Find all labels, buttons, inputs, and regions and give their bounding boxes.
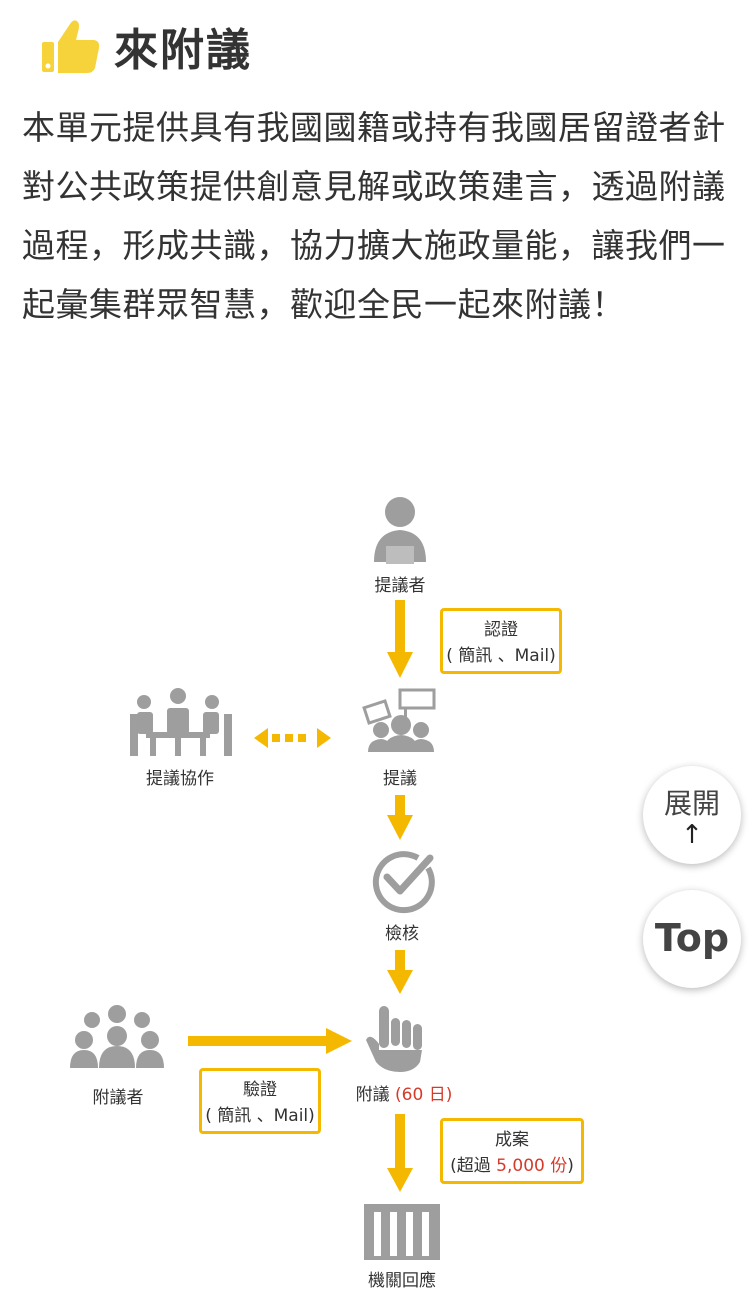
thumbs-up-icon [42, 20, 100, 73]
building-icon [364, 1204, 440, 1260]
arrow-up-icon: ↑ [681, 820, 703, 850]
verify-box-sub: ( 簡訊 、Mail) [205, 1106, 315, 1126]
verify-box-title: 驗證 [243, 1080, 277, 1100]
expand-button[interactable]: 展開 ↑ [643, 766, 741, 864]
section-header: 來附議 [40, 14, 252, 78]
verify-box: 驗證 ( 簡訊 、Mail) [199, 1068, 321, 1134]
intro-text: 本單元提供具有我國國籍或持有我國居留證者針對公共政策提供創意見解或政策建言，透過… [22, 108, 726, 324]
auth-box: 認證 ( 簡訊 、Mail) [440, 608, 562, 674]
proposer-label: 提議者 [374, 576, 426, 596]
back-to-top-button[interactable]: Top [643, 890, 741, 988]
arrow-down-2 [387, 795, 413, 840]
auth-box-title: 認證 [484, 620, 518, 640]
success-box: 成案 (超過 5,000 份) [440, 1118, 584, 1184]
seconder-label: 附議者 [92, 1088, 144, 1108]
page-title: 來附議 [114, 25, 252, 76]
arrow-down-3 [387, 950, 413, 994]
seconders-icon [70, 1005, 164, 1068]
collab-arrow [254, 728, 331, 748]
collab-label: 提議協作 [146, 769, 214, 789]
review-label: 檢核 [385, 924, 419, 944]
agency-label: 機關回應 [368, 1271, 436, 1291]
auth-box-sub: ( 簡訊 、Mail) [446, 646, 556, 666]
hand-click-icon [366, 1006, 422, 1072]
expand-label: 展開 [663, 787, 720, 820]
proposer-icon [374, 497, 426, 564]
arrow-down-4 [387, 1114, 413, 1192]
success-box-sub: (超過 5,000 份) [450, 1156, 574, 1176]
second-days: (60 日) [395, 1085, 453, 1105]
proposal-label: 提議 [383, 769, 417, 789]
arrow-right [188, 1028, 352, 1054]
check-icon [372, 851, 435, 914]
proposal-icon [362, 688, 436, 752]
success-threshold: 5,000 份 [496, 1156, 568, 1176]
top-label: Top [654, 916, 730, 960]
success-box-title: 成案 [495, 1130, 529, 1150]
second-label: 附議 (60 日) [356, 1080, 453, 1105]
arrow-down-1 [387, 600, 413, 678]
collab-icon [130, 688, 232, 756]
second-text: 附議 [355, 1085, 390, 1105]
